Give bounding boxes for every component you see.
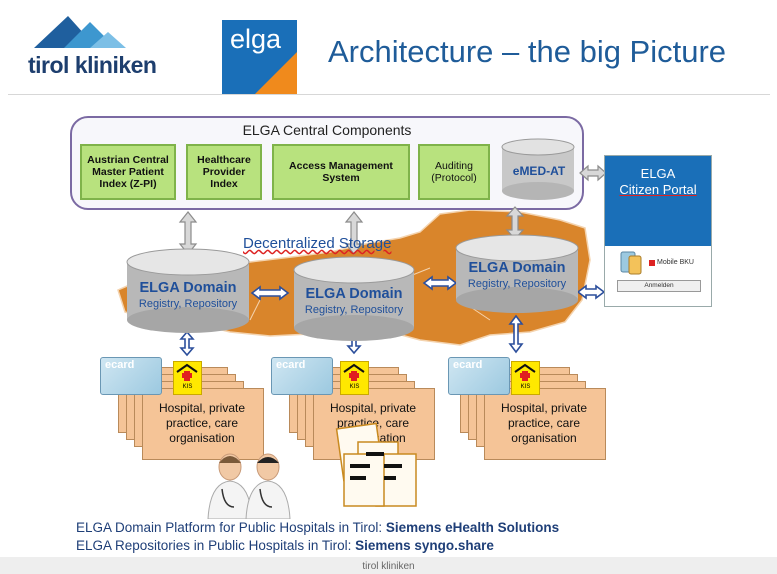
emed-at-cylinder <box>501 138 575 200</box>
hospital-text-line: Hospital, private <box>500 401 588 415</box>
tirol-kliniken-mountain-icon <box>34 16 126 48</box>
hospital-card <box>484 388 606 460</box>
component-label: Austrian Central Master Patient Index (Z… <box>87 154 169 190</box>
domain-subtitle: Registry, Repository <box>467 278 567 290</box>
portal-subtitle: Citizen Portal <box>605 182 711 197</box>
citizen-portal: ELGA Citizen Portal Mobile BKU Anmelden <box>604 155 712 307</box>
ecard-label: ecard <box>105 359 135 371</box>
domain-cylinder-middle <box>293 256 415 341</box>
ecard-icon: ecard <box>271 357 333 395</box>
domain-subtitle: Registry, Repository <box>304 304 404 316</box>
central-components-title: ELGA Central Components <box>242 122 412 138</box>
domain-title: ELGA Domain <box>139 280 237 296</box>
elga-logo-text: elga <box>230 24 282 54</box>
domain-cylinder-left <box>126 248 250 333</box>
component-label: Healthcare Provider Index <box>197 154 251 190</box>
component-auditing: Auditing (Protocol) <box>418 144 490 200</box>
elga-logo: elga <box>222 20 297 95</box>
storage-label: Decentralized Storage <box>243 235 392 252</box>
component-label: Auditing (Protocol) <box>431 160 477 184</box>
footer-line2-bold: Siemens syngo.share <box>355 538 494 553</box>
kis-label: KIS <box>349 384 360 390</box>
hospital-text-line: Hospital, private <box>158 401 246 415</box>
footer-line-repositories: ELGA Repositories in Public Hospitals in… <box>76 538 494 553</box>
ecard-label: ecard <box>276 359 306 371</box>
domain-subtitle: Registry, Repository <box>138 298 238 310</box>
component-label: Access Management System <box>289 160 393 184</box>
hospital-text-line: Hospital, private <box>329 401 417 415</box>
kis-label: KIS <box>182 384 193 390</box>
hospital-card <box>142 388 264 460</box>
kis-icon: KIS <box>511 361 540 395</box>
header-divider <box>8 94 770 95</box>
ecard-icon: ecard <box>448 357 510 395</box>
doctors-icon <box>207 453 291 519</box>
login-button[interactable]: Anmelden <box>617 280 701 292</box>
kis-icon: KIS <box>340 361 369 395</box>
ecard-label: ecard <box>453 359 483 371</box>
hospital-text-line: practice, care <box>165 416 239 430</box>
domain-cylinder-right <box>455 234 579 313</box>
footer-line2-prefix: ELGA Repositories in Public Hospitals in… <box>76 538 356 553</box>
tirol-kliniken-logo: tirol kliniken <box>28 52 157 78</box>
portal-header <box>605 156 711 246</box>
portal-subtitle-text: Citizen Portal <box>619 182 697 197</box>
kis-label: KIS <box>520 384 531 390</box>
domain-title: ELGA Domain <box>468 260 566 276</box>
ecard-icon: ecard <box>100 357 162 395</box>
footer-line1-prefix: ELGA Domain Platform for Public Hospital… <box>76 520 386 535</box>
hospital-text-line: organisation <box>169 431 235 445</box>
component-healthcare-provider-index: Healthcare Provider Index <box>186 144 262 200</box>
hospital-text-line: practice, care <box>507 416 581 430</box>
mobile-bku-indicator <box>649 260 655 266</box>
header: tirol kliniken elga Architecture – the b… <box>0 0 777 96</box>
portal-title: ELGA <box>640 166 676 181</box>
footer-bar: tirol kliniken <box>0 557 777 574</box>
component-master-patient-index: Austrian Central Master Patient Index (Z… <box>80 144 176 200</box>
bku-card-icon <box>620 251 642 275</box>
footer-brand: tirol kliniken <box>362 561 415 572</box>
document-stack-icon <box>335 422 417 507</box>
page-title: Architecture – the big Picture <box>328 34 727 69</box>
footer-line1-bold: Siemens eHealth Solutions <box>385 520 560 535</box>
emed-at-label: eMED-AT <box>512 164 566 178</box>
hospital-text-line: organisation <box>511 431 577 445</box>
mobile-bku-label: Mobile BKU <box>657 259 694 266</box>
component-access-management: Access Management System <box>272 144 410 200</box>
domain-title: ELGA Domain <box>305 286 403 302</box>
kis-icon: KIS <box>173 361 202 395</box>
footer-line-domain-platform: ELGA Domain Platform for Public Hospital… <box>76 520 559 535</box>
central-components-box: ELGA Central Components Austrian Central… <box>70 116 584 210</box>
